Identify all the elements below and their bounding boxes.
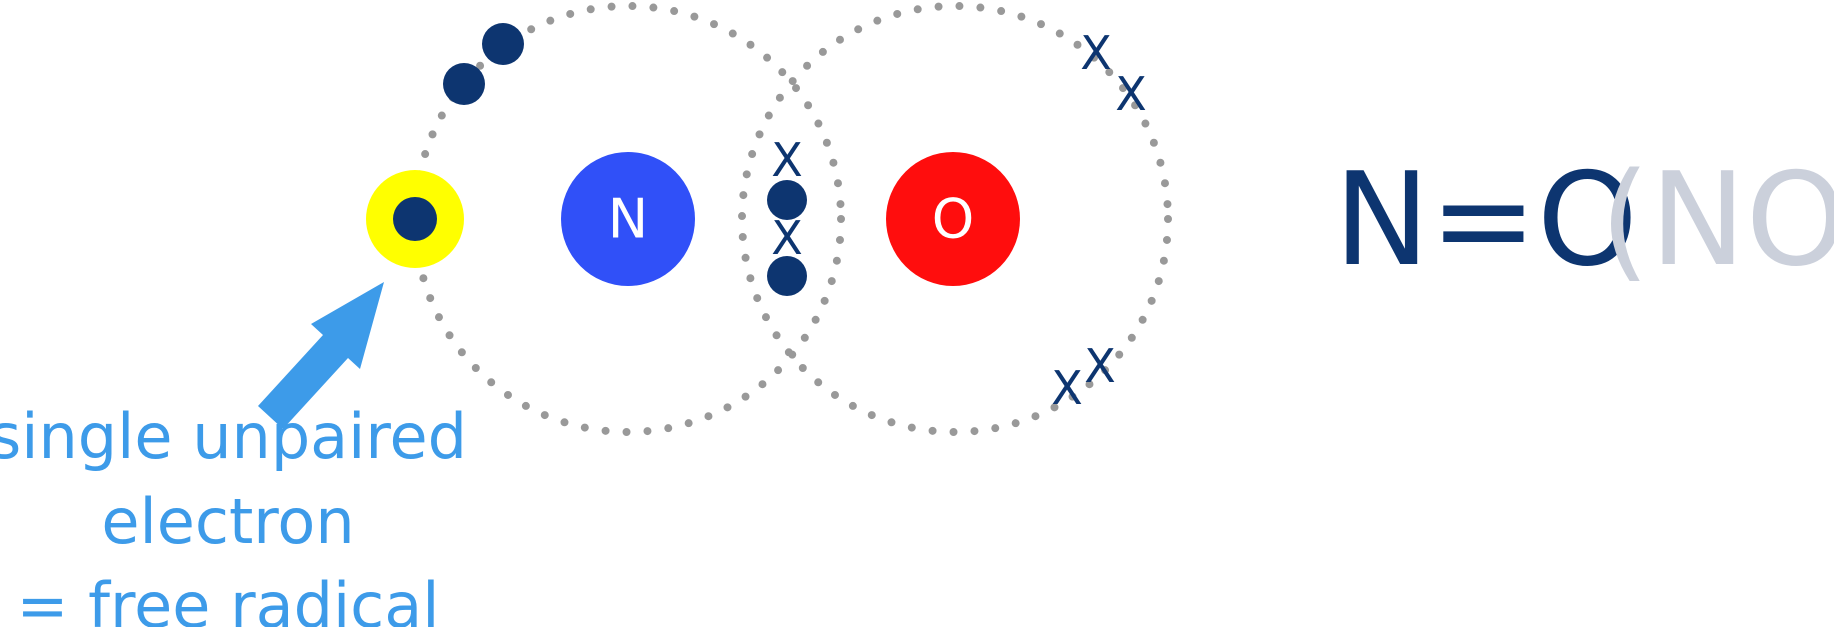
oxygen-outer-shell	[738, 2, 1172, 436]
molecular-formula: (NO)	[1600, 146, 1834, 295]
unpaired-electron	[393, 197, 437, 241]
oxygen-electron-cross: X	[771, 133, 803, 187]
nitrogen-symbol: N	[608, 188, 648, 251]
oxygen-electron-cross: X	[1115, 67, 1147, 121]
nitrogen-atom: N	[561, 152, 695, 286]
shared-nitrogen-electron	[767, 180, 807, 220]
oxygen-atom: O	[886, 152, 1020, 286]
structural-formula: N=O	[1334, 146, 1638, 295]
nitrogen-nucleus	[561, 152, 695, 286]
oxygen-symbol: O	[932, 188, 975, 251]
caption-line: single unpaired	[0, 400, 467, 473]
arrow-icon	[258, 282, 384, 429]
oxygen-electron-cross: X	[1080, 26, 1112, 80]
caption-line: electron	[101, 485, 354, 558]
nitrogen-electron	[482, 23, 524, 65]
oxygen-electron-cross: X	[1084, 339, 1116, 393]
oxygen-electron-cross: X	[1051, 361, 1083, 415]
oxygen-nucleus	[886, 152, 1020, 286]
nitrogen-electron	[443, 63, 485, 105]
caption-line: = free radical	[17, 569, 440, 627]
shared-nitrogen-electron	[767, 256, 807, 296]
